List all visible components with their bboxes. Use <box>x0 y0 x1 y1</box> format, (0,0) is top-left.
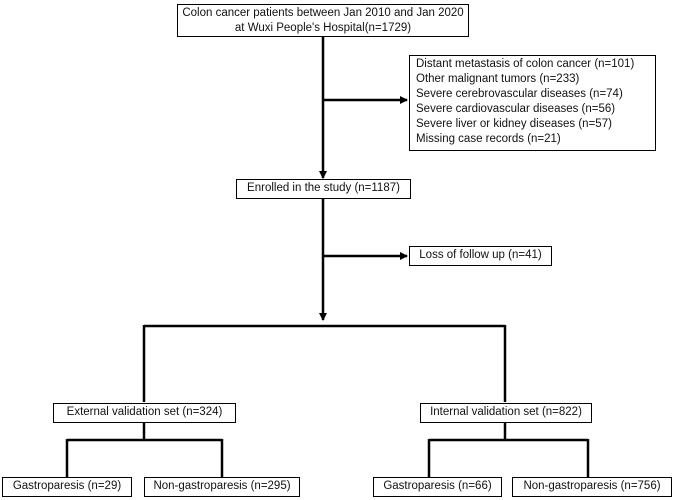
loss-of-follow-up-label: Loss of follow up (n=41) <box>419 249 542 261</box>
external-gastroparesis-label: Gastroparesis (n=29) <box>12 480 122 492</box>
source-population-line-2: at Wuxi People's Hospital(n=1729) <box>234 22 412 34</box>
internal-validation-label: Internal validation set (n=822) <box>430 406 582 418</box>
source-population-box: Colon cancer patients between Jan 2010 a… <box>177 4 469 37</box>
exclusion-item: Other malignant tumors (n=233) <box>416 73 580 85</box>
exclusion-item: Severe liver or kidney diseases (n=57) <box>416 118 612 130</box>
external-gastroparesis-box: Gastroparesis (n=29) <box>2 477 132 497</box>
exclusion-item: Severe cardiovascular diseases (n=56) <box>416 103 616 115</box>
exclusion-item: Distant metastasis of colon cancer (n=10… <box>416 58 635 70</box>
internal-validation-box: Internal validation set (n=822) <box>420 403 592 423</box>
internal-gastroparesis-box: Gastroparesis (n=66) <box>373 477 502 497</box>
exclusion-item: Severe cerebrovascular diseases (n=74) <box>416 88 623 100</box>
enrolled-box: Enrolled in the study (n=1187) <box>236 179 411 199</box>
internal-non-gastroparesis-box: Non-gastroparesis (n=756) <box>512 477 672 497</box>
loss-of-follow-up-box: Loss of follow up (n=41) <box>409 246 552 266</box>
external-non-gastroparesis-label: Non-gastroparesis (n=295) <box>153 480 291 492</box>
external-validation-label: External validation set (n=324) <box>66 406 223 418</box>
enrolled-label: Enrolled in the study (n=1187) <box>247 182 400 194</box>
internal-non-gastroparesis-label: Non-gastroparesis (n=756) <box>523 480 661 492</box>
internal-gastroparesis-label: Gastroparesis (n=66) <box>383 480 492 492</box>
source-population-line-1: Colon cancer patients between Jan 2010 a… <box>182 7 464 19</box>
external-validation-box: External validation set (n=324) <box>53 403 236 423</box>
exclusion-criteria-box: Distant metastasis of colon cancer (n=10… <box>409 55 656 151</box>
external-non-gastroparesis-box: Non-gastroparesis (n=295) <box>144 477 300 497</box>
exclusion-item: Missing case records (n=21) <box>416 133 561 145</box>
